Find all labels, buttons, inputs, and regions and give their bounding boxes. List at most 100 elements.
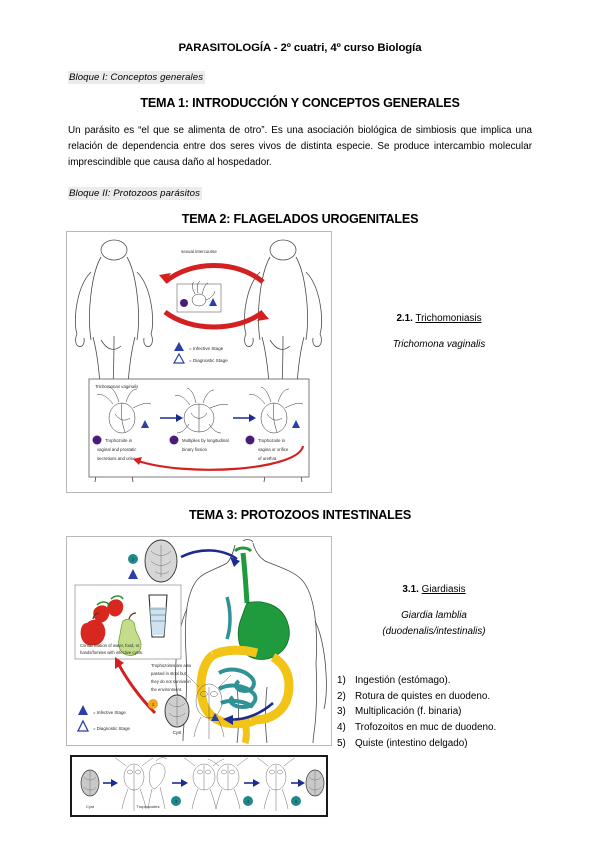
strip-dividing-pair (183, 757, 249, 810)
transmission-arrows (159, 263, 269, 330)
inset-return-arrow (133, 445, 305, 471)
troph-note-l1: Trophozoites are also (151, 663, 192, 668)
contamination-caption-l2: hands/fomites with infective cysts. (80, 650, 143, 655)
list-item-text: Rotura de quistes en duodeno. (355, 690, 491, 702)
sexual-intercourse-label: sexual intercourse (181, 249, 217, 254)
trophozoite-3 (248, 386, 304, 434)
step-2-text-l1: Multiplies by longitudinal (182, 438, 229, 443)
troph-note-l3: they do not survive in (151, 679, 191, 684)
strip-step-3-number: 3 (175, 799, 178, 804)
legend-diagnostic-text: = Diagnostic Stage (189, 358, 228, 363)
trichomonas-cycle-inset: Trichomonas vaginalis 1 Trophozoite in v… (88, 378, 310, 478)
list-item: 1) Ingestión (estómago). (337, 673, 537, 689)
legend-infective-text: = Infective Stage (189, 346, 224, 351)
caption-2-1-heading: 2.1. Trichomoniasis (344, 311, 534, 327)
bloque-1-row: Bloque I: Conceptos generales (68, 67, 532, 85)
list-item-text: Quiste (intestino delgado) (355, 737, 468, 749)
caption-giardiasis: 3.1. Giardiasis Giardia lamblia (duodena… (334, 582, 534, 640)
cyst-top (144, 539, 178, 583)
infective-triangle-top (128, 569, 138, 579)
giardiasis-steps-list: 1) Ingestión (estómago). 2) Rotura de qu… (337, 673, 537, 751)
step-1-text-l3: secretions and urine (97, 456, 136, 461)
caption-3-1-name: Giardiasis (421, 584, 466, 595)
stage-legend-giardia: = Infective Stage = Diagnostic Stage (76, 705, 131, 732)
strawberry-icon (93, 595, 124, 623)
trophozoite-1 (96, 386, 152, 434)
figure-giardia-life-cycle: 2 (66, 536, 332, 746)
step-3-number: 3 (249, 438, 252, 443)
strip-step-5-circle (291, 796, 301, 806)
caption-trichomoniasis: 2.1. Trichomoniasis Trichomona vaginalis (344, 311, 534, 353)
inset-title: Trichomonas vaginalis (95, 384, 139, 389)
upper-connector (225, 596, 232, 640)
caption-3-1-species-alt: (duodenalis/intestinalis) (382, 625, 486, 637)
strip-cyst (80, 769, 100, 797)
colon-yellow (196, 645, 294, 745)
list-item-number: 4) (337, 721, 346, 733)
list-item: 2) Rotura de quistes en duodeno. (337, 689, 537, 705)
list-item: 5) Quiste (intestino delgado) (337, 736, 537, 752)
apple-icon (80, 612, 106, 646)
ingestion-arrow (180, 549, 240, 567)
list-item-text: Ingestión (estómago). (355, 675, 451, 686)
bloque-2-row: Bloque II: Protozoos parásitos (68, 183, 532, 201)
caption-3-1-species: Giardia lamblia (401, 609, 467, 621)
figure-trichomonas-life-cycle: sexual intercourse 1 (66, 231, 332, 493)
step-2-text-l2: binary fission (182, 447, 208, 452)
strip-cyst-label: Cyst (86, 804, 95, 809)
cyst-label: Cyst (173, 730, 183, 735)
inset-arrow-1 (160, 414, 183, 422)
step-2-number: 2 (173, 438, 176, 443)
legend-infective-text: = Infective Stage (93, 710, 126, 715)
step-1-text-l2: vaginal and prostatic (97, 447, 137, 452)
strip-arrow-1 (103, 779, 118, 787)
list-item: 4) Trofozoitos en muc de duodeno. (337, 720, 537, 736)
step-1-circle (148, 699, 158, 709)
strip-trophozoite-b (147, 757, 168, 810)
caption-3-1-number: 3.1. (402, 584, 419, 595)
strip-cyst-final (305, 769, 325, 797)
strip-step-4-circle (243, 796, 253, 806)
giardia-strip-diagram: Cyst Tro (80, 757, 325, 811)
list-item-number: 2) (337, 690, 346, 702)
intro-paragraph: Un parásito es “el que se alimenta de ot… (68, 125, 532, 169)
strip-trophozoite-label: Trophozoites (137, 804, 160, 809)
step-1-text-l1: Trophozoite in (105, 438, 133, 443)
strip-step-5-number: 5 (295, 799, 298, 804)
small-intestine-teal (217, 667, 258, 710)
step-1-number: 1 (152, 702, 155, 707)
tema-3-heading: TEMA 3: PROTOZOOS INTESTINALES (188, 508, 412, 522)
stage-legend: = Infective Stage = Diagnostic Stage (172, 342, 228, 364)
strip-trophozoite-c (256, 757, 296, 811)
list-item-number: 1) (337, 675, 346, 686)
legend-diagnostic-text: = Diagnostic Stage (93, 726, 131, 731)
list-item-text: Multiplicación (f. binaria) (355, 706, 462, 718)
strip-step-4-number: 4 (247, 799, 250, 804)
list-item-number: 5) (337, 737, 346, 749)
bloque-2-label: Bloque II: Protozoos parásitos (68, 187, 202, 201)
step-1-number: 1 (96, 438, 99, 443)
list-item-number: 3) (337, 706, 346, 718)
parasite-inset: 1 (176, 280, 222, 313)
diagnostic-triangle-bottom (211, 713, 219, 721)
caption-2-1-number: 2.1. (396, 313, 413, 324)
strip-arrow-3 (244, 779, 260, 787)
list-item-text: Trofozoitos en muc de duodeno. (355, 721, 497, 733)
bloque-1-label: Bloque I: Conceptos generales (68, 71, 206, 84)
troph-note-l4: the environment. (151, 687, 182, 692)
water-glass-icon (148, 594, 168, 638)
trichomonas-diagram: sexual intercourse 1 (74, 239, 323, 483)
step-2-circle (128, 554, 138, 564)
excretion-arrow (223, 702, 274, 725)
step-3-text-l3: of urethra (258, 456, 277, 461)
document-content: PARASITOLOGÍA - 2º cuatri, 4º curso Biol… (68, 42, 532, 239)
caption-2-1-species: Trichomona vaginalis (392, 338, 486, 350)
tema-1-heading: TEMA 1: INTRODUCCIÓN Y CONCEPTOS GENERAL… (140, 96, 460, 110)
stomach-green (233, 546, 290, 660)
giardia-diagram: 2 (74, 539, 327, 745)
step-3-text-l1: Trophozoite in (258, 438, 286, 443)
step-2-number: 2 (132, 557, 135, 562)
contamination-inset: Contamination of water, food, or hands/f… (74, 584, 182, 660)
strip-step-3-circle (171, 796, 181, 806)
